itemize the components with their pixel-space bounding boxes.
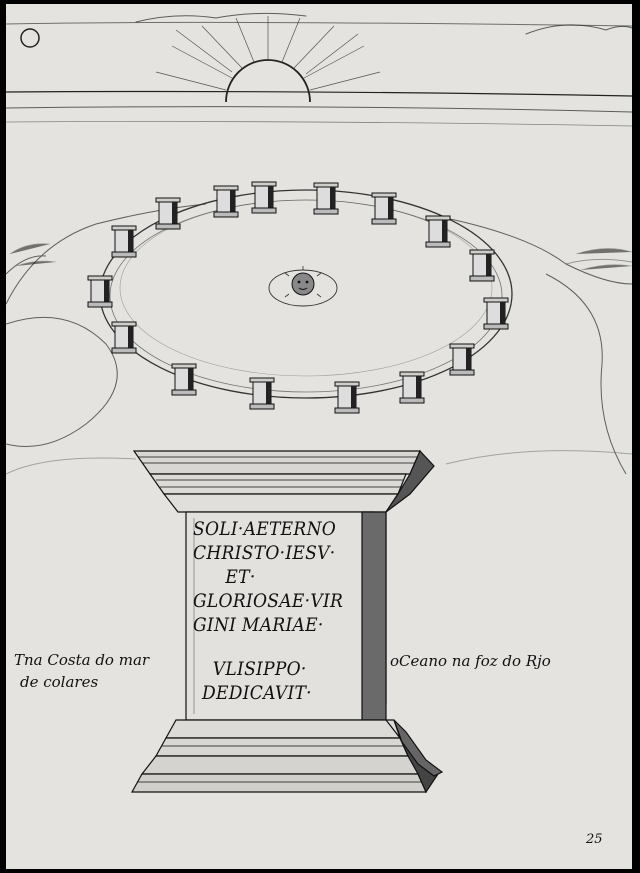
inscription-line: DEDICAVIT· xyxy=(202,682,312,704)
right-annotation: oCeano na foz do Rjo xyxy=(390,652,551,670)
dedication-inscription: SOLI·AETERNO CHRISTO·IESV· ET· GLORIOSAE… xyxy=(193,517,363,705)
inscription-line: SOLI·AETERNO xyxy=(193,518,337,540)
ink-drawing xyxy=(6,12,632,794)
inscription-line: VLISIPPO· xyxy=(212,658,307,680)
inscription-line: ET· xyxy=(225,566,256,588)
inscription-line: GINI MARIAE· xyxy=(193,614,324,636)
sun-icon xyxy=(155,16,381,103)
large-pedestal xyxy=(130,449,444,794)
inscription-line: GLORIOSAE·VIR xyxy=(193,590,344,612)
inscription-line: CHRISTO·IESV· xyxy=(193,542,336,564)
page-number: 25 xyxy=(586,832,603,847)
pedestal-ring xyxy=(87,181,509,414)
crescent-moon-icon xyxy=(542,154,580,202)
left-annotation-line: de colares xyxy=(20,673,99,691)
left-annotation-line: Tna Costa do mar xyxy=(14,651,150,669)
left-annotation: Tna Costa do mar de colares xyxy=(14,649,149,693)
drawing-sheet: SOLI·AETERNO CHRISTO·IESV· ET· GLORIOSAE… xyxy=(6,4,632,869)
sun-face-icon xyxy=(268,266,338,307)
small-moon-icon xyxy=(20,28,40,48)
